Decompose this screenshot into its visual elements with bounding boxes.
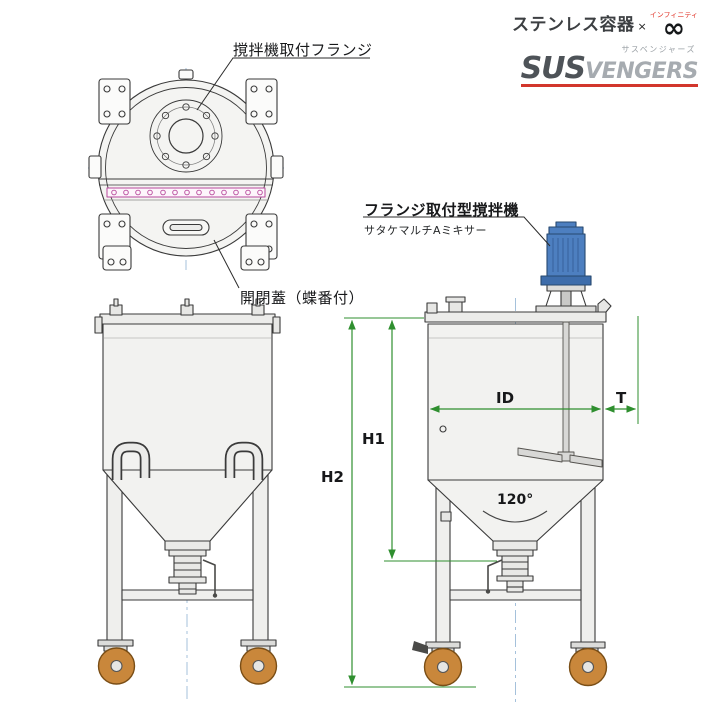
caster-brake-lever <box>412 641 428 654</box>
front-view <box>94 298 281 700</box>
top-view <box>88 68 284 271</box>
brand-line1: ステンレス容器 × インフィニティ ∞ <box>512 11 698 44</box>
side-drain-valve <box>485 540 538 594</box>
mixer-annotation: フランジ取付型撹拌機 <box>364 201 520 219</box>
side-caster-right <box>568 641 608 687</box>
side-cone <box>427 479 604 542</box>
infinity-icon: ∞ <box>662 13 686 44</box>
dimension-lines <box>344 316 639 688</box>
side-caster-left <box>412 641 463 687</box>
mixer-mount <box>535 284 597 313</box>
cone-fitting <box>440 511 452 522</box>
rim-side-clamps <box>88 69 284 179</box>
brand-block: ステンレス容器 × インフィニティ ∞ サスベンジャーズ SUS VENGERS <box>512 11 699 88</box>
dim-label-h2: H2 <box>321 468 344 486</box>
front-legs <box>106 471 269 641</box>
front-casters <box>97 639 278 685</box>
flange-leader <box>196 57 370 111</box>
brand-product-text: ステンレス容器 <box>512 15 635 36</box>
mixer-mount-flange <box>149 99 223 173</box>
lid-hinge-strip <box>99 178 273 201</box>
impeller-blade-left <box>517 447 563 463</box>
side-view <box>412 221 612 702</box>
lid-handle <box>162 219 210 236</box>
front-cone <box>102 469 273 542</box>
lid-annotation: 開閉蓋（蝶番付） <box>240 289 365 307</box>
brand-logo-ruby: サスベンジャーズ <box>621 45 696 55</box>
vent-pipes <box>111 441 264 480</box>
leader-lines <box>196 57 551 289</box>
side-port <box>439 425 447 433</box>
side-casters <box>412 641 608 687</box>
mixer-leader <box>363 216 551 247</box>
mixer-sub-annotation: サタケマルチAミキサー <box>364 224 488 237</box>
dim-label-t: T <box>616 389 627 407</box>
caster-plates-top <box>102 245 270 271</box>
front-caster-left <box>97 639 136 685</box>
mixer-unit <box>535 221 597 313</box>
cone-angle-arc <box>482 510 548 523</box>
dim-label-angle: 120° <box>497 492 534 508</box>
impeller-blade-right <box>569 454 603 468</box>
front-drain-valve <box>164 540 218 598</box>
lid-leader <box>213 239 240 289</box>
side-lid <box>424 296 612 323</box>
brand-logo: サスベンジャーズ SUS VENGERS <box>520 45 699 88</box>
logo-vengers: VENGERS <box>585 59 698 85</box>
front-caster-right <box>239 639 278 685</box>
dim-label-h1: H1 <box>362 430 385 448</box>
logo-sus: SUS <box>520 51 587 87</box>
brand-infinity-mark: インフィニティ ∞ <box>649 11 698 44</box>
flange-annotation: 撹拌機取付フランジ <box>233 41 373 59</box>
tank-rim-inner <box>105 87 267 249</box>
brand-underline <box>520 84 698 88</box>
agitator-shaft <box>517 321 603 468</box>
brand-infinity-ruby: インフィニティ <box>649 11 698 19</box>
brand-cross: × <box>637 20 647 34</box>
dim-label-id: ID <box>496 389 515 407</box>
mixer-motor <box>540 221 592 286</box>
brand-logo-text: SUS VENGERS <box>520 51 699 87</box>
